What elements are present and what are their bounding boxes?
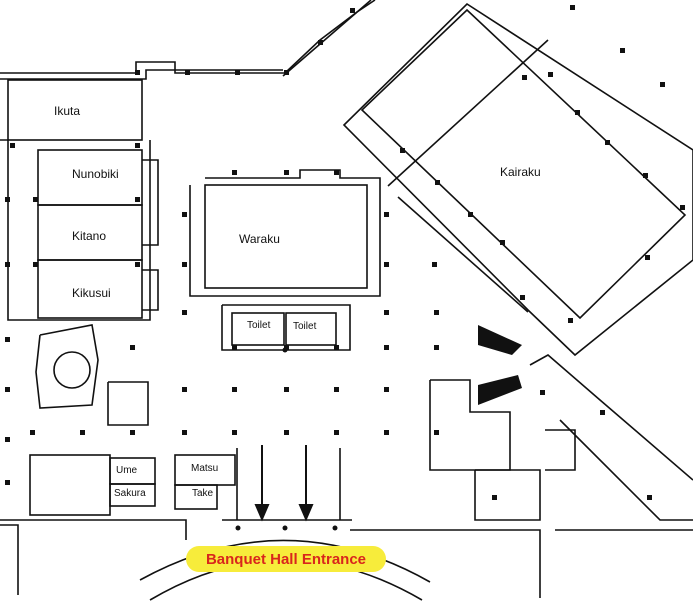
toilet-right bbox=[285, 312, 337, 346]
room-label-toilet-left[interactable]: Toilet bbox=[247, 320, 271, 331]
escalator-upper bbox=[478, 325, 522, 355]
room-label-matsu[interactable]: Matsu bbox=[191, 463, 219, 474]
entrance-arrow-left-head bbox=[254, 504, 270, 522]
kikusui-room bbox=[37, 259, 143, 319]
entrance-arc-outer bbox=[139, 539, 431, 583]
toilet-left bbox=[231, 312, 285, 346]
entrance-dots bbox=[235, 347, 338, 531]
room-label-kitano[interactable]: Kitano bbox=[72, 229, 107, 243]
take-room bbox=[174, 484, 218, 510]
service-block bbox=[107, 381, 149, 426]
kairaku-divider bbox=[387, 39, 549, 187]
room-label-waraku[interactable]: Waraku bbox=[239, 232, 280, 246]
diagonal-corridor bbox=[282, 0, 372, 77]
room-label-ikuta[interactable]: Ikuta bbox=[54, 104, 81, 118]
ikuta-room bbox=[7, 79, 143, 141]
room-label-toilet-right[interactable]: Toilet bbox=[293, 321, 317, 332]
room-label-ume[interactable]: Ume bbox=[116, 465, 138, 476]
sakura-room bbox=[109, 483, 156, 507]
room-label-sakura[interactable]: Sakura bbox=[114, 488, 146, 499]
se-building bbox=[545, 429, 576, 471]
north-wall-inner bbox=[0, 69, 283, 80]
left-side-partition-2 bbox=[142, 269, 159, 311]
right-wing-wall bbox=[529, 354, 693, 481]
north-wall bbox=[0, 0, 376, 74]
left-side-partition bbox=[142, 159, 159, 246]
room-label-nunobiki[interactable]: Nunobiki bbox=[72, 167, 119, 181]
south-wall-2 bbox=[0, 524, 19, 595]
lower-right-structure bbox=[429, 379, 511, 471]
escalators bbox=[478, 325, 522, 405]
south-wall bbox=[0, 519, 187, 540]
waraku-room bbox=[204, 184, 368, 289]
right-wing-lower bbox=[559, 419, 693, 521]
room-label-kikusui[interactable]: Kikusui bbox=[72, 286, 111, 300]
lower-left-room bbox=[29, 454, 111, 516]
rotunda-stair bbox=[53, 351, 91, 389]
room-label-take[interactable]: Take bbox=[192, 488, 214, 499]
left-block-wall bbox=[0, 139, 151, 321]
banquet-hall-entrance-label[interactable]: Banquet Hall Entrance bbox=[186, 546, 386, 572]
entrance-arrow-right-head bbox=[298, 504, 314, 522]
escalator-lower bbox=[478, 375, 522, 405]
kairaku-partition bbox=[397, 196, 529, 313]
kairaku-room bbox=[360, 8, 687, 320]
rotunda bbox=[35, 324, 99, 409]
waraku-outer bbox=[189, 169, 381, 297]
kairaku-outer bbox=[342, 2, 693, 357]
lower-right-block bbox=[474, 469, 541, 521]
pillars bbox=[5, 5, 685, 500]
south-east-wall bbox=[350, 529, 541, 598]
toilet-block bbox=[221, 304, 351, 351]
room-label-kairaku[interactable]: Kairaku bbox=[500, 165, 541, 179]
